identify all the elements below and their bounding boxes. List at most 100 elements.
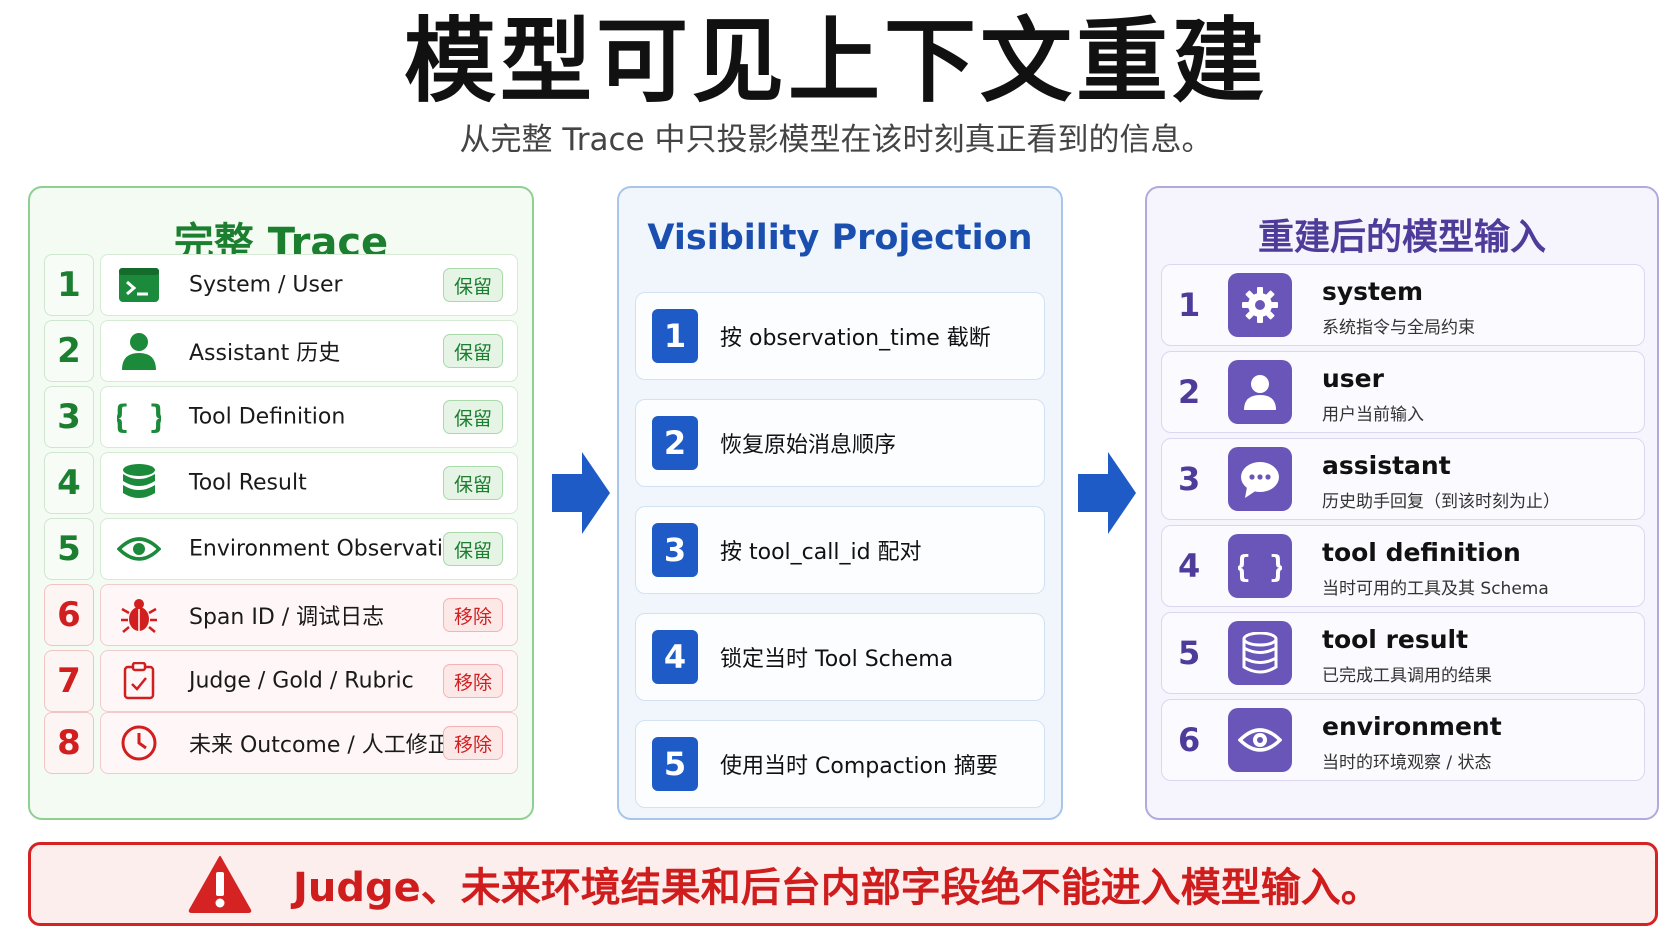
model-input-row-system: 1 system 系统指令与全局约束: [1161, 264, 1645, 346]
arrow-right-icon: [552, 452, 610, 534]
row-description: 当时可用的工具及其 Schema: [1322, 579, 1549, 599]
model-input-row-tool-definition: 4 { } tool definition 当时可用的工具及其 Schema: [1161, 525, 1645, 607]
trace-row-environment-observation: 5 Environment Observation 保留: [44, 518, 518, 580]
svg-text:{ }: { }: [117, 398, 161, 436]
user-icon: [1228, 360, 1292, 424]
trace-row-label: System / User: [189, 272, 343, 298]
trace-row-system-user: 1 System / User 保留: [44, 254, 518, 316]
trace-row-label: Assistant 历史: [189, 341, 341, 366]
trace-row-future-outcome: 8 未来 Outcome / 人工修正 移除: [44, 712, 518, 774]
row-number: 5: [1178, 634, 1201, 672]
row-description: 当时的环境观察 / 状态: [1322, 753, 1492, 773]
trace-row-label: 未来 Outcome / 人工修正: [189, 733, 450, 758]
row-description: 历史助手回复（到该时刻为止）: [1322, 492, 1560, 512]
warning-triangle-icon: [188, 856, 252, 913]
clock-icon: [115, 721, 163, 765]
row-title: user: [1322, 364, 1384, 393]
model-input-row-assistant: 3 assistant 历史助手回复（到该时刻为止）: [1161, 438, 1645, 520]
gear-icon: [1228, 273, 1292, 337]
trace-row-span-debug-log: 6 Span ID / 调试日志 移除: [44, 584, 518, 646]
step-number: 3: [652, 523, 698, 577]
row-description: 用户当前输入: [1322, 405, 1424, 425]
projection-step: 3 按 tool_call_id 配对: [635, 506, 1045, 594]
chat-bubble-icon: [1228, 447, 1292, 511]
eye-icon: [1228, 708, 1292, 772]
braces-icon: { }: [115, 395, 163, 439]
trace-row-label: Judge / Gold / Rubric: [189, 668, 414, 694]
row-title: tool definition: [1322, 538, 1521, 567]
trace-row-number: 6: [44, 584, 94, 646]
visibility-projection-panel: Visibility Projection 1 按 observation_ti…: [617, 186, 1063, 820]
row-title: system: [1322, 277, 1424, 306]
page-subtitle: 从完整 Trace 中只投影模型在该时刻真正看到的信息。: [459, 122, 1213, 158]
trace-row-body: Judge / Gold / Rubric 移除: [100, 650, 518, 712]
step-label: 按 observation_time 截断: [720, 326, 991, 351]
model-input-row-tool-result: 5 tool result 已完成工具调用的结果: [1161, 612, 1645, 694]
step-label: 使用当时 Compaction 摘要: [720, 754, 998, 779]
trace-row-number: 4: [44, 452, 94, 514]
row-number: 6: [1178, 721, 1201, 759]
trace-row-body: Environment Observation 保留: [100, 518, 518, 580]
trace-row-tool-definition: 3 { } Tool Definition 保留: [44, 386, 518, 448]
keep-badge: 保留: [442, 334, 503, 368]
bug-icon: [115, 593, 163, 637]
row-number: 4: [1178, 547, 1201, 585]
remove-badge: 移除: [442, 664, 503, 698]
row-description: 系统指令与全局约束: [1322, 318, 1475, 338]
row-number: 2: [1178, 373, 1201, 411]
trace-row-body: 未来 Outcome / 人工修正 移除: [100, 712, 518, 774]
trace-row-assistant-history: 2 Assistant 历史 保留: [44, 320, 518, 382]
step-number: 4: [652, 630, 698, 684]
trace-row-number: 7: [44, 650, 94, 712]
trace-row-number: 1: [44, 254, 94, 316]
step-number: 5: [652, 737, 698, 791]
remove-badge: 移除: [442, 598, 503, 632]
visibility-projection-title: Visibility Projection: [647, 218, 1033, 258]
person-icon: [115, 329, 163, 373]
row-title: assistant: [1322, 451, 1451, 480]
step-label: 锁定当时 Tool Schema: [720, 647, 954, 672]
svg-text:{ }: { }: [1238, 550, 1282, 585]
trace-row-number: 3: [44, 386, 94, 448]
trace-row-number: 2: [44, 320, 94, 382]
row-description: 已完成工具调用的结果: [1322, 666, 1492, 686]
trace-row-label: Span ID / 调试日志: [189, 605, 385, 630]
keep-badge: 保留: [442, 466, 503, 500]
warning-banner: Judge、未来环境结果和后台内部字段绝不能进入模型输入。: [28, 842, 1658, 926]
projection-step: 4 锁定当时 Tool Schema: [635, 613, 1045, 701]
row-number: 1: [1178, 286, 1201, 324]
trace-row-label: Tool Result: [189, 470, 307, 496]
database-icon: [1228, 621, 1292, 685]
reconstructed-model-input-title: 重建后的模型输入: [1257, 217, 1546, 258]
keep-badge: 保留: [442, 268, 503, 302]
warning-text: Judge、未来环境结果和后台内部字段绝不能进入模型输入。: [293, 865, 1381, 911]
trace-row-tool-result: 4 Tool Result 保留: [44, 452, 518, 514]
projection-step: 2 恢复原始消息顺序: [635, 399, 1045, 487]
step-label: 恢复原始消息顺序: [720, 433, 897, 458]
trace-row-number: 5: [44, 518, 94, 580]
row-title: environment: [1322, 712, 1502, 741]
keep-badge: 保留: [442, 532, 503, 566]
trace-row-body: Tool Result 保留: [100, 452, 518, 514]
step-label: 按 tool_call_id 配对: [720, 540, 922, 565]
trace-row-judge-gold-rubric: 7 Judge / Gold / Rubric 移除: [44, 650, 518, 712]
eye-icon: [115, 527, 163, 571]
trace-row-body: Span ID / 调试日志 移除: [100, 584, 518, 646]
arrow-right-icon: [1078, 452, 1136, 534]
trace-row-label: Environment Observation: [189, 536, 471, 562]
trace-row-body: { } Tool Definition 保留: [100, 386, 518, 448]
step-number: 2: [652, 416, 698, 470]
keep-badge: 保留: [442, 400, 503, 434]
trace-row-body: Assistant 历史 保留: [100, 320, 518, 382]
model-input-row-user: 2 user 用户当前输入: [1161, 351, 1645, 433]
clipboard-check-icon: [115, 659, 163, 703]
model-input-row-environment: 6 environment 当时的环境观察 / 状态: [1161, 699, 1645, 781]
trace-row-number: 8: [44, 712, 94, 774]
step-number: 1: [652, 309, 698, 363]
page-title: 模型可见上下文重建: [403, 8, 1268, 115]
row-number: 3: [1178, 460, 1201, 498]
remove-badge: 移除: [442, 726, 503, 760]
projection-step: 5 使用当时 Compaction 摘要: [635, 720, 1045, 808]
row-title: tool result: [1322, 625, 1469, 654]
full-trace-panel: 完整 Trace 1 System / User 保留 2 Assistant …: [28, 186, 534, 820]
